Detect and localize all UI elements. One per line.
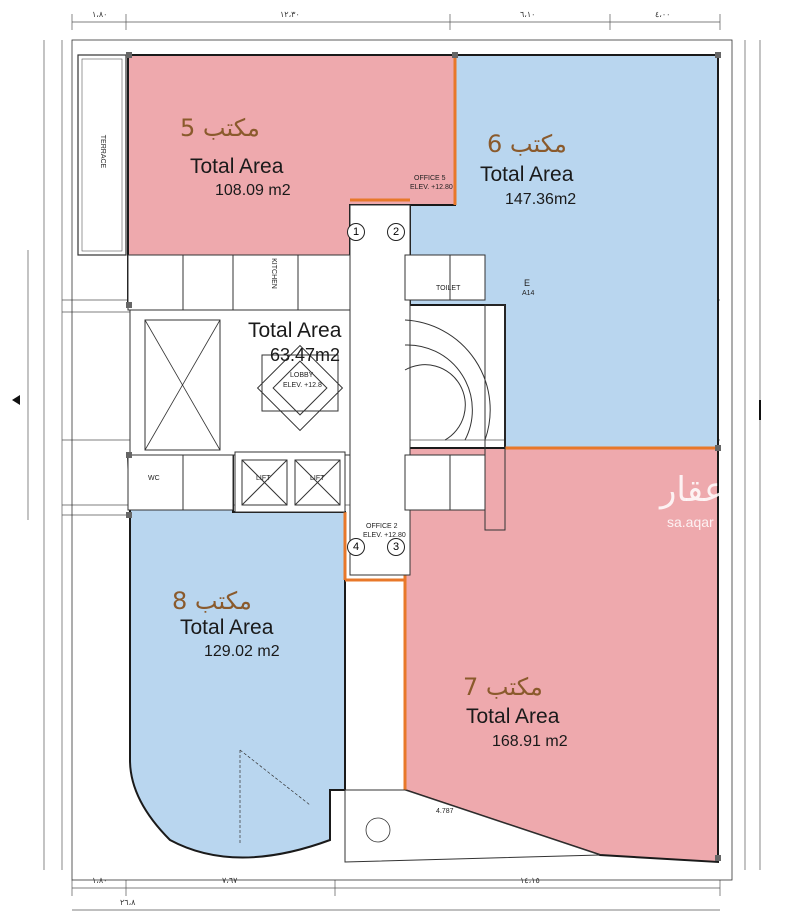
site-boundary [71,39,733,881]
office-7-name: 7 مكتب [463,673,543,701]
terrace-label: TERRACE [99,134,107,169]
columns [126,52,721,861]
toilet-label: TOILET [436,285,461,292]
dim-top-4: ٤،٠٠ [655,10,671,19]
office-6-name: 6 مكتب [487,130,567,158]
office-5-area-value: 108.09 m2 [215,182,291,199]
office-7-word: مكتب [485,673,543,701]
section-sheet: A14 [522,290,535,297]
open-court [344,789,601,863]
lift-1-label: LIFT [256,475,271,482]
lift-2-label: LIFT [310,475,325,482]
office-8-word: مكتب [194,587,252,615]
spiral-stair [404,304,506,531]
lobby [129,304,351,456]
dim-bottom-2: ٧،٦٧ [222,876,238,885]
stair-marker-3: 3 [387,538,405,556]
common-area-title: Total Area [248,319,342,342]
office-6-area-value: 147.36m2 [505,191,577,208]
office-8-area-value: 129.02 m2 [204,643,280,660]
office-5-word: مكتب [202,114,260,142]
office-2-tag: OFFICE 2 [366,523,398,530]
dim-top-1: ١،٨٠ [92,10,108,19]
dim-bottom-3: ١٤،١٥ [520,876,540,885]
stair-marker-1: 1 [347,223,365,241]
wc-label: WC [148,475,160,482]
office-7-area-value: 168.91 m2 [492,733,568,750]
watermark-logo: عقار [660,470,725,510]
office-5-number: 5 [180,114,196,142]
dim-top-3: ٦،١٠ [520,10,536,19]
stair-core [349,204,411,576]
lobby-diamond [256,344,344,432]
office-5-elev: ELEV. +12.80 [410,184,453,191]
lobby-elev: ELEV. +12.8 [283,382,322,389]
watermark-url: sa.aqar [667,514,714,530]
shaft [144,319,221,451]
lobby-label: LOBBY [290,372,314,379]
top-service-rooms [127,254,486,311]
office-8-number: 8 [172,587,188,615]
terrace [77,54,127,256]
office-6-word: مكتب [509,130,567,158]
office-6-number: 6 [487,130,503,158]
lifts [234,451,346,513]
office-5-tag: OFFICE 5 [414,175,446,182]
radius-dim: 4.787 [436,808,454,815]
stair-marker-2: 2 [387,223,405,241]
office-7-number: 7 [463,673,479,701]
stair-marker-4: 4 [347,538,365,556]
office-5-area-title: Total Area [190,155,284,178]
kitchen-label: KITCHEN [269,258,277,289]
dim-bottom-total: ٢٦،٨ [120,898,136,907]
office-2-elev: ELEV. +12.80 [363,532,406,539]
office-8-area [126,454,346,859]
common-area-value: 63.47m2 [270,345,341,365]
section-mark: E [524,278,531,288]
office-5-name: 5 مكتب [180,114,260,142]
office-8-area-title: Total Area [180,616,274,639]
dim-top-2: ١٢،٣٠ [280,10,300,19]
office-8-name: 8 مكتب [172,587,252,615]
office-7-area-title: Total Area [466,705,560,728]
bottom-service-rooms [127,454,486,511]
office-6-area-title: Total Area [480,163,574,186]
dim-bottom-1: ١،٨٠ [92,876,108,885]
